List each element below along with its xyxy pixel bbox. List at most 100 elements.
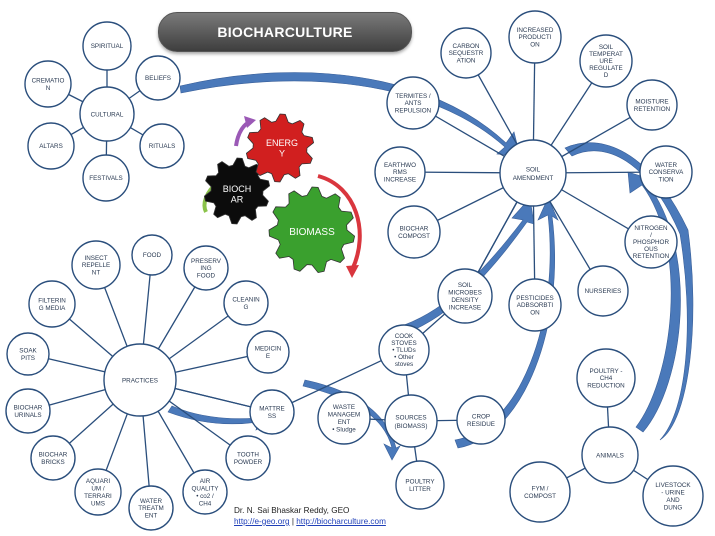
hub-cultural: CULTURAL	[79, 86, 135, 142]
hub-sources: SOURCES(BIOMASS)	[384, 394, 438, 448]
biocharculture-link[interactable]: http://biocharculture.com	[296, 517, 386, 526]
node-altars: ALTARS	[27, 122, 75, 170]
energy-gear-icon	[245, 113, 315, 183]
node-festivals: FESTIVALS	[82, 154, 130, 202]
svg-text:FYM /COMPOST: FYM /COMPOST	[524, 485, 556, 499]
svg-text:ALTARS: ALTARS	[39, 143, 63, 150]
title-banner: BIOCHARCULTURE	[158, 12, 412, 52]
node-rituals: RITUALS	[139, 123, 185, 169]
biomass-gear-label: BIOMASS	[289, 227, 335, 238]
arrow-cultural-to-soil	[179, 72, 521, 157]
svg-text:RITUALS: RITUALS	[149, 143, 176, 150]
arrow-crop-residue-to-soil	[454, 197, 559, 449]
biochar-gear-icon	[203, 157, 271, 225]
link-separator: |	[291, 517, 294, 526]
hub-practices: PRACTICES	[103, 343, 177, 417]
arrow-stoves-to-soil	[387, 197, 535, 339]
page-title: BIOCHARCULTURE	[217, 24, 353, 40]
svg-text:FOOD: FOOD	[143, 252, 162, 259]
node-beliefs: BELIEFS	[135, 55, 181, 101]
node-fym-compost: FYM /COMPOST	[509, 461, 571, 523]
credits: Dr. N. Sai Bhaskar Reddy, GEO http://e-g…	[234, 505, 386, 527]
author-credit: Dr. N. Sai Bhaskar Reddy, GEO	[234, 506, 350, 515]
credit-links: http://e-geo.org | http://biocharculture…	[234, 516, 386, 527]
cycle-arrowhead-purple	[244, 116, 256, 128]
svg-text:NURSERIES: NURSERIES	[585, 288, 622, 295]
svg-text:SOURCES(BIOMASS): SOURCES(BIOMASS)	[395, 414, 428, 429]
e-geo-link[interactable]: http://e-geo.org	[234, 517, 290, 526]
svg-text:SPIRITUAL: SPIRITUAL	[91, 43, 124, 50]
hub-animals: ANIMALS	[581, 426, 639, 484]
node-food: FOOD	[131, 234, 173, 276]
biomass-gear-icon	[268, 186, 356, 274]
svg-text:FESTIVALS: FESTIVALS	[89, 175, 122, 182]
node-spiritual: SPIRITUAL	[82, 21, 132, 71]
svg-text:BELIEFS: BELIEFS	[145, 75, 171, 82]
node-nurseries: NURSERIES	[577, 265, 629, 317]
biomass-gear: BIOMASS	[268, 186, 356, 274]
svg-text:CULTURAL: CULTURAL	[91, 112, 124, 119]
svg-text:ANIMALS: ANIMALS	[596, 453, 624, 460]
svg-text:PRACTICES: PRACTICES	[122, 378, 158, 385]
